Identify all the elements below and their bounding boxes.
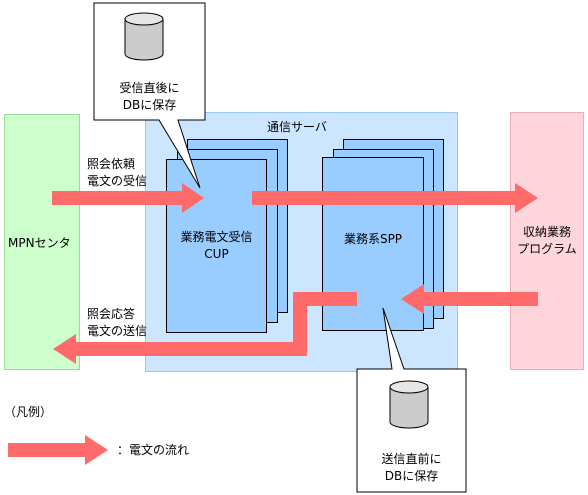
receiving-program-line2: プログラム <box>517 242 577 256</box>
callout-receive-shape <box>93 2 206 189</box>
mpn-center-label: MPNセンタ <box>8 236 71 250</box>
callout-receive-line1: 受信直後に <box>119 81 180 95</box>
spp-label: 業務系SPP <box>343 232 403 246</box>
receiving-program-line1: 収納業務 <box>522 225 571 239</box>
cup-label-line2: CUP <box>204 247 229 261</box>
inquiry-response-line1: 照会応答 <box>87 307 136 321</box>
legend-arrow-label: ：電文の流れ <box>117 443 190 457</box>
message-flow-arrows <box>8 183 538 465</box>
cup-label-line1: 業務電文受信 <box>180 230 253 244</box>
arrow-request-in <box>52 183 204 213</box>
callout-receive-label: 受信直後に DBに保存 <box>94 80 205 114</box>
database-icon <box>389 380 429 429</box>
inquiry-response-line2: 電文の送信 <box>87 324 148 338</box>
inquiry-request-label: 照会依頼 電文の受信 <box>87 156 147 190</box>
legend-arrow <box>8 435 108 465</box>
inquiry-request-line1: 照会依頼 <box>87 157 136 171</box>
receiving-program-box <box>510 112 584 370</box>
arrow-response-out <box>53 292 357 364</box>
receiving-program-label: 収納業務 プログラム <box>510 224 584 258</box>
mpn-center-box <box>4 114 80 370</box>
legend-title: （凡例） <box>4 405 53 419</box>
callout-send-line2: DBに保存 <box>384 469 439 483</box>
callout-send-line1: 送信直前に <box>381 452 442 466</box>
comm-server-label: 通信サーバ <box>267 120 327 134</box>
callout-receive-line2: DBに保存 <box>122 98 177 112</box>
inquiry-request-line2: 電文の受信 <box>87 174 148 188</box>
callout-send-label: 送信直前に DBに保存 <box>357 451 466 485</box>
cup-label: 業務電文受信 CUP <box>166 229 267 263</box>
database-icon <box>124 12 164 61</box>
inquiry-response-label: 照会応答 電文の送信 <box>87 306 147 340</box>
arrow-to-receiver <box>252 183 538 213</box>
arrow-from-receiver <box>401 284 538 314</box>
